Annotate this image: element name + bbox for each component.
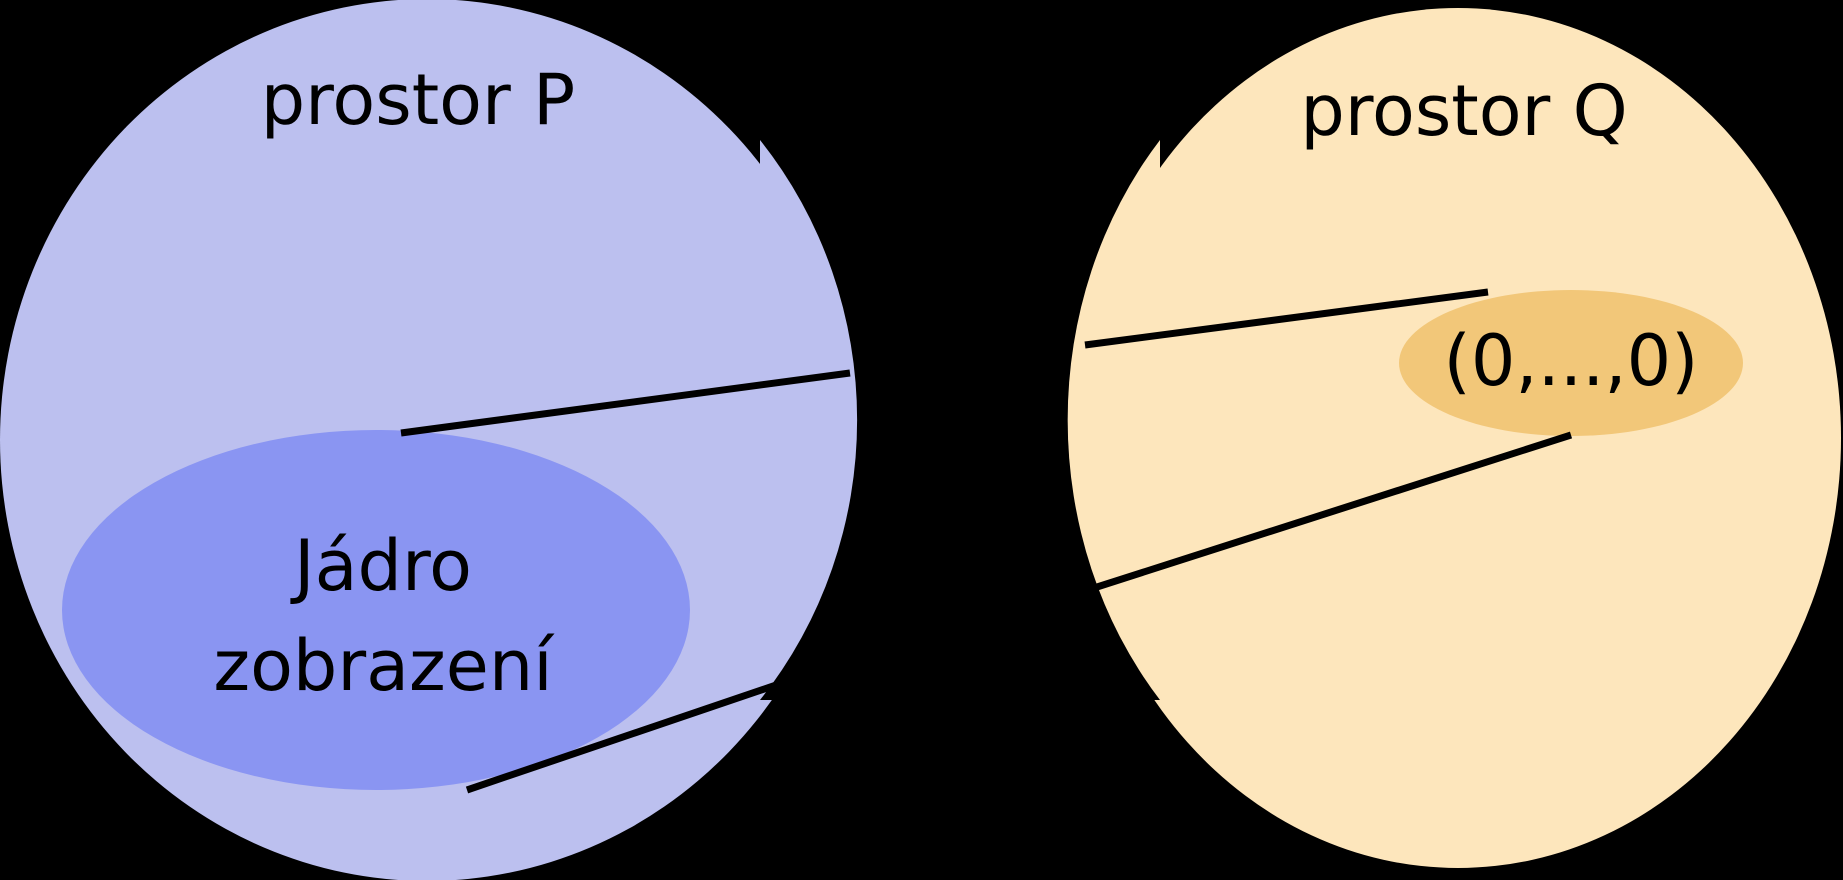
kernel-region bbox=[62, 430, 690, 790]
map-line-lower-q bbox=[1095, 431, 1573, 591]
map-line-upper-p bbox=[400, 369, 851, 437]
kernel-label-line2: zobrazení bbox=[213, 625, 555, 707]
map-line-upper-q bbox=[1084, 288, 1489, 349]
mapping-band bbox=[760, 140, 1160, 700]
space-p-title: prostor P bbox=[261, 59, 576, 141]
zero-vector-label: (0,...,0) bbox=[1444, 320, 1699, 402]
zero-vector-region bbox=[1399, 290, 1743, 436]
map-line-lower-p bbox=[465, 678, 787, 794]
space-q-edge bbox=[1067, 140, 1160, 700]
space-p-edge bbox=[760, 140, 858, 700]
space-q-region bbox=[1075, 8, 1841, 868]
kernel-label-line1: Jádro bbox=[290, 525, 472, 607]
space-q-title: prostor Q bbox=[1300, 70, 1627, 152]
